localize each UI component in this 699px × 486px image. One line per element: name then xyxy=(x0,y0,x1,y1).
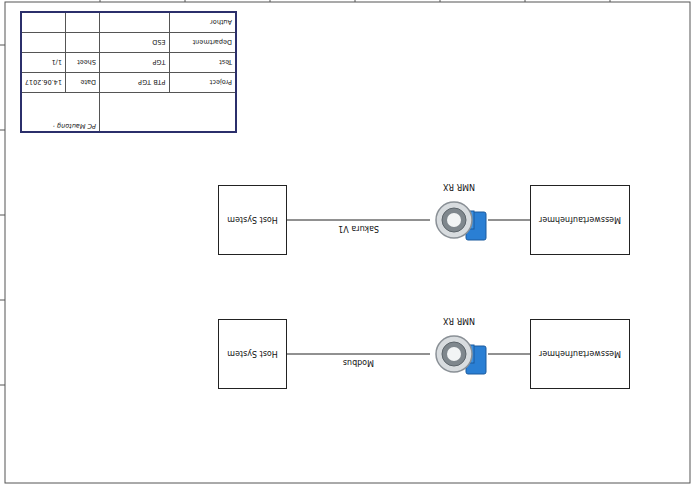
title-block-cell: 14.06.2017 xyxy=(25,79,62,87)
protocol-label: Sakura V1 xyxy=(336,224,381,233)
title-block-cell: TGP xyxy=(153,59,166,67)
connector-line xyxy=(287,354,430,355)
title-block-cell: Project xyxy=(210,79,232,87)
title-block-cell: 1/1 xyxy=(52,59,62,67)
process-box: Host System xyxy=(218,185,287,255)
title-block-cell: PTB TGP xyxy=(138,79,165,87)
device-label: NMR RX xyxy=(443,316,475,325)
title-block-cell: Sheet xyxy=(77,59,96,67)
signature-text: PC Mautong · xyxy=(53,122,96,130)
process-box: Host System xyxy=(218,319,287,389)
process-box: Messwertaufnehmer xyxy=(530,319,630,389)
device-label: NMR RX xyxy=(443,182,475,191)
box-label: Messwertaufnehmer xyxy=(539,216,621,225)
title-block: PC Mautong · Project PTB TGP Date 14.06.2017… xyxy=(20,11,237,133)
title-block-cell: Author xyxy=(210,19,232,27)
device-node: NMR RX xyxy=(430,331,488,377)
title-block-cell: Department xyxy=(193,39,232,47)
title-block-cell: ESD xyxy=(152,39,165,47)
transmitter-icon xyxy=(430,197,488,243)
process-box: Messwertaufnehmer xyxy=(530,185,630,255)
title-block-cell: Date xyxy=(80,79,96,87)
connector-line xyxy=(488,220,530,221)
connector-line xyxy=(287,220,430,221)
connector-line xyxy=(488,354,530,355)
box-label: Messwertaufnehmer xyxy=(539,350,621,359)
title-block-cell: Test xyxy=(219,59,232,67)
device-node: NMR RX xyxy=(430,197,488,243)
box-label: Host System xyxy=(227,350,278,359)
box-label: Host System xyxy=(227,216,278,225)
protocol-label: Modbus xyxy=(341,358,376,367)
transmitter-icon xyxy=(430,331,488,377)
